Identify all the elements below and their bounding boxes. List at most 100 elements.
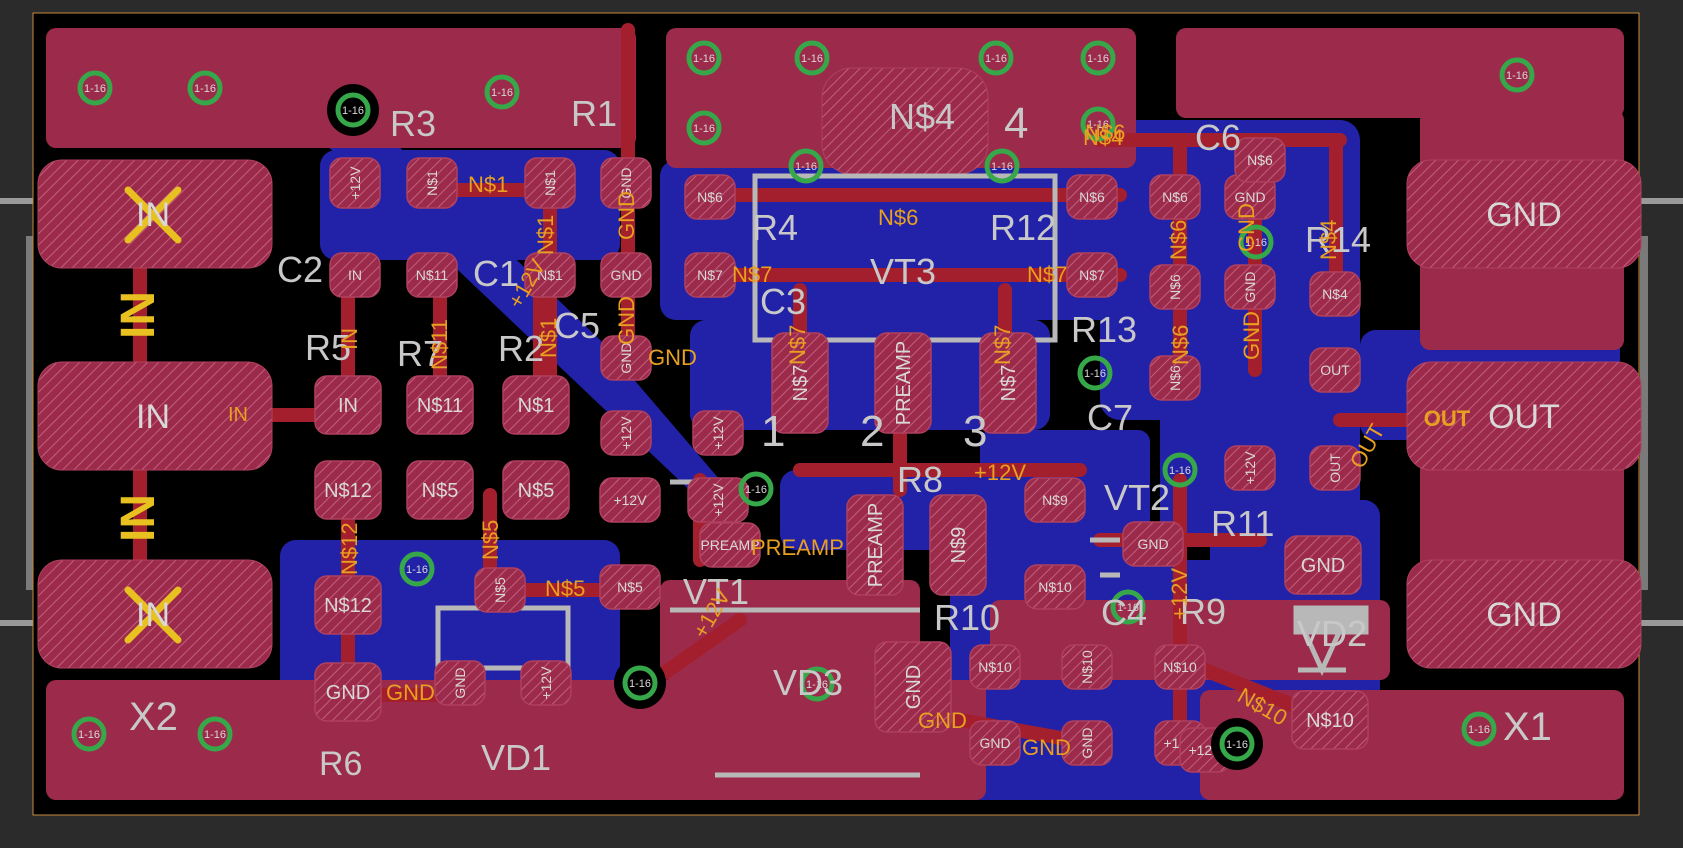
via: 1-16 <box>788 148 824 184</box>
trace-net-label: N$7 <box>990 325 1015 365</box>
pad-label: +12V <box>613 492 647 508</box>
connector-net-label: OUT <box>1424 406 1471 431</box>
smd-pad: N$7 <box>979 332 1037 434</box>
smd-pad: GND <box>1284 535 1362 595</box>
smd-pad: IN <box>314 375 382 435</box>
via: 1-16 <box>1110 589 1146 625</box>
via: 1-16 <box>1461 711 1497 747</box>
designator-label: R14 <box>1305 219 1371 260</box>
pad-label: N$11 <box>417 395 463 417</box>
pad-label: OUT <box>1320 362 1350 378</box>
smd-pad: N$10 <box>969 644 1021 690</box>
via: 1-16 <box>187 70 223 106</box>
smd-pad: N$6 <box>1149 264 1201 310</box>
via-label: 1-16 <box>1087 119 1109 131</box>
smd-pad: N$9 <box>929 494 987 596</box>
pad-label: N$7 <box>1079 267 1105 283</box>
designator-label: R13 <box>1071 309 1137 350</box>
trace-net-label: N$1 <box>468 172 508 197</box>
out-pad-top <box>1406 159 1642 269</box>
in-net-label: IN <box>228 404 248 426</box>
smd-pad: N$10 <box>1154 644 1206 690</box>
pad-label: +12V <box>618 416 634 450</box>
via-label: 1-16 <box>1169 465 1191 477</box>
smd-pad: N$12 <box>314 460 382 520</box>
trace-net-label: N$11 <box>427 319 452 370</box>
out-pad-middle <box>1406 361 1642 471</box>
connector-in-label: IN <box>136 398 170 436</box>
pad-label: N$1 <box>537 267 563 283</box>
pad-label: N$6 <box>1162 189 1188 205</box>
pad-label: N$4 <box>1322 286 1348 302</box>
trace-net-label: +12V <box>1167 568 1192 620</box>
pad-label: IN <box>338 395 358 417</box>
pad-label: PREAMP <box>865 503 887 587</box>
trace-net-label: GND <box>648 345 697 370</box>
smd-pad: N$1 <box>524 157 576 209</box>
via-label: 1-16 <box>78 729 100 741</box>
pad-label: GND <box>903 665 925 709</box>
smd-pad: N$6 <box>1149 355 1201 401</box>
smd-pad: +12V <box>599 477 661 523</box>
via: 1-16 <box>484 74 520 110</box>
via: 1-16 <box>1211 718 1263 770</box>
via-label: 1-16 <box>801 53 823 65</box>
smd-pad: N$12 <box>314 575 382 635</box>
pad-label: N$7 <box>998 365 1020 402</box>
via-label: 1-16 <box>1245 237 1267 249</box>
pad-label: N$7 <box>790 365 812 402</box>
designator-label: R5 <box>305 327 351 368</box>
smd-pad: N$11 <box>406 252 458 298</box>
connector-guide-lines <box>0 198 1683 626</box>
via-label: 1-16 <box>204 729 226 741</box>
via-label: 1-16 <box>795 161 817 173</box>
connector-pads <box>37 67 1642 669</box>
smd-pad: GND <box>314 662 382 722</box>
smd-pad: N$7 <box>771 332 829 434</box>
pad-label: N$10 <box>978 659 1012 675</box>
via: 1-16 <box>1162 452 1198 488</box>
smd-pad: N$5 <box>599 564 661 610</box>
connector-in-label: IN <box>136 196 170 234</box>
connector-out-label: GND <box>1486 596 1562 634</box>
via: 1-16 <box>1077 355 1113 391</box>
via-label: 1-16 <box>491 87 513 99</box>
smd-pad: OUT <box>1309 347 1361 393</box>
designator-label: VD2 <box>1297 613 1367 654</box>
smd-pad: GND <box>1122 521 1184 567</box>
designator-label: X2 <box>129 695 178 739</box>
pad-label: N$1 <box>424 170 440 196</box>
trace-net-label: GND <box>386 680 435 705</box>
smd-pad: PREAMP <box>874 332 932 434</box>
designator-label: R4 <box>752 207 798 248</box>
via-label: 1-16 <box>1506 70 1528 82</box>
via: 1-16 <box>197 716 233 752</box>
designator-label: R11 <box>1211 503 1274 544</box>
smd-pad: GND <box>1224 264 1276 310</box>
trace-net-label: N$6 <box>1168 325 1193 365</box>
via: 1-16 <box>686 110 722 146</box>
smd-pad: N$10 <box>1024 564 1086 610</box>
trace-net-label: N$4 <box>1316 220 1341 260</box>
designator-label: 2 <box>860 407 884 456</box>
smd-pad: GND <box>969 720 1021 766</box>
trace-net-label: IN <box>112 494 165 542</box>
trace-net-label: GND <box>918 708 967 733</box>
smd-pad: GND <box>600 252 652 298</box>
designator-label: R2 <box>498 328 544 369</box>
via: 1-16 <box>71 716 107 752</box>
smd-pad: N$5 <box>502 460 570 520</box>
smd-pad: N$7 <box>684 252 736 298</box>
pad-label: N$9 <box>1042 492 1068 508</box>
designator-label: VT2 <box>1104 477 1170 518</box>
smd-pad: GND <box>434 660 486 706</box>
pad-label: GND <box>1137 536 1168 552</box>
via: 1-16 <box>738 471 774 507</box>
via-label: 1-16 <box>1468 724 1490 736</box>
smd-pad: +12V <box>600 410 652 456</box>
in-pad-middle <box>37 361 273 471</box>
via: 1-16 <box>614 657 666 709</box>
designator-label: R3 <box>390 103 436 144</box>
via: 1-16 <box>1499 57 1535 93</box>
